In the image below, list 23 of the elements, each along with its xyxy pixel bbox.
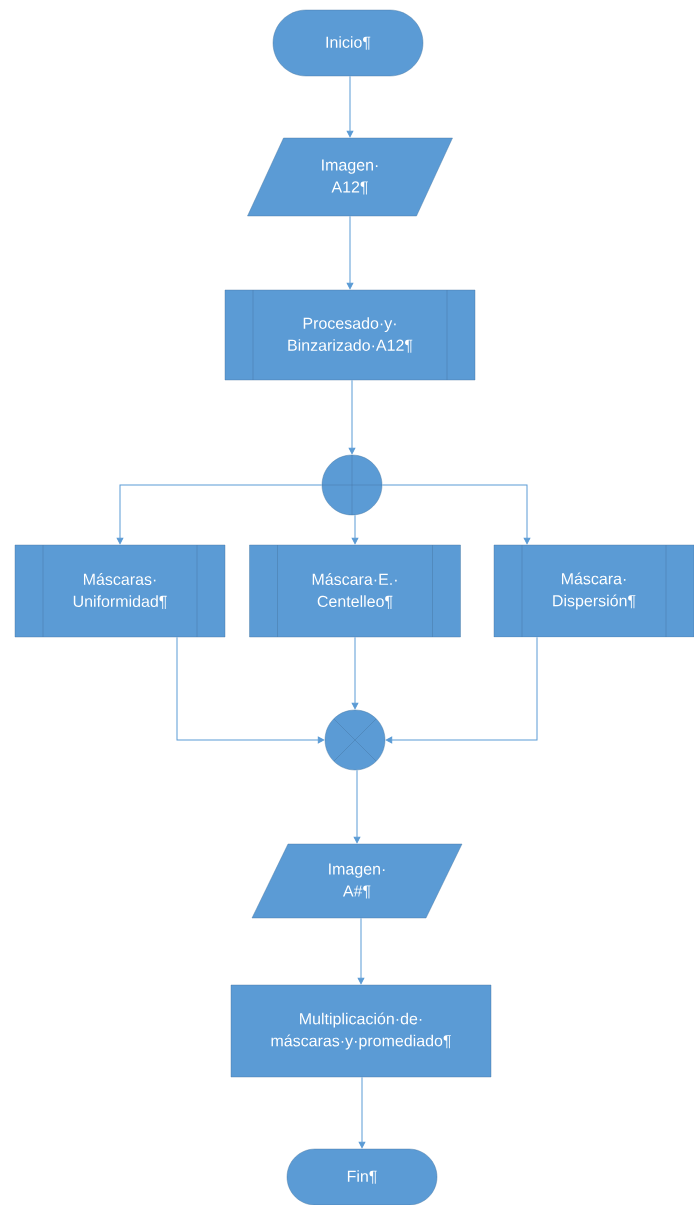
arrow bbox=[353, 769, 361, 844]
arrow bbox=[357, 917, 365, 985]
data-parallelogram: Imagen· A#¶ bbox=[251, 843, 463, 919]
arrow bbox=[385, 636, 538, 744]
subprocess-box: Procesado·y· Binzarizado·A12¶ bbox=[224, 289, 476, 381]
junction-circle bbox=[324, 709, 386, 771]
arrow bbox=[351, 514, 359, 545]
arrow bbox=[381, 484, 531, 545]
data-parallelogram: Imagen· A12¶ bbox=[247, 137, 453, 217]
junction-circle bbox=[321, 454, 383, 516]
arrow bbox=[346, 75, 354, 138]
terminal-box: Fin¶ bbox=[286, 1148, 438, 1205]
subprocess-box: Máscara·E.· Centelleo¶ bbox=[249, 544, 461, 638]
arrow bbox=[348, 379, 356, 455]
arrow bbox=[176, 636, 325, 744]
arrow bbox=[358, 1076, 366, 1149]
process-box: Multiplicación·de· máscaras·y·promediado¶ bbox=[230, 984, 492, 1078]
subprocess-box: Máscara· Dispersión¶ bbox=[493, 544, 694, 638]
arrow bbox=[351, 636, 359, 710]
terminal-box: Inicio¶ bbox=[272, 9, 424, 77]
arrow bbox=[346, 215, 354, 290]
arrow bbox=[116, 484, 323, 545]
subprocess-box: Máscaras· Uniformidad¶ bbox=[14, 544, 226, 638]
